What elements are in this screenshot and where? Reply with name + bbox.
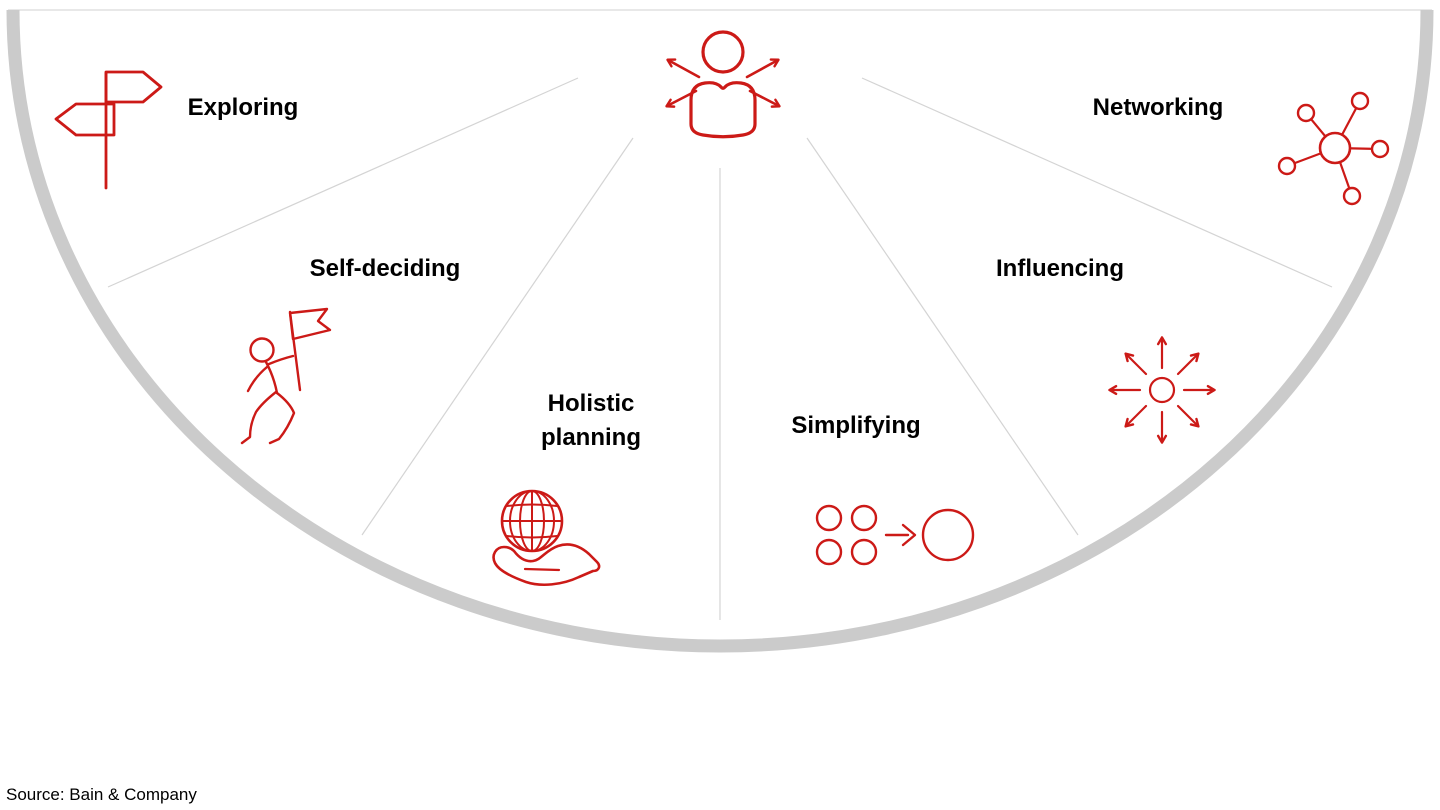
semicircle-frame (6, 9, 1434, 653)
person-outward-arrows-icon (665, 30, 781, 139)
globe-in-hand-icon (492, 489, 601, 587)
segment-label-simplifying: Simplifying (791, 412, 921, 439)
divider-line (361, 137, 634, 536)
segment-label-self-deciding: Self-deciding (309, 255, 461, 282)
divider-line (806, 137, 1079, 536)
person-with-flag-icon (240, 307, 332, 445)
sector-dividers (107, 77, 1333, 620)
segment-label-holistic-planning: Holistic planning (541, 390, 641, 451)
segment-label-exploring: Exploring (187, 94, 299, 121)
signpost-icon (54, 70, 163, 190)
divider-line (107, 77, 579, 288)
network-hub-icon (1277, 91, 1390, 206)
radiating-arrows-icon (1108, 336, 1216, 444)
circles-merge-icon (815, 504, 975, 566)
segment-label-influencing: Influencing (996, 255, 1124, 282)
source-attribution: Source: Bain & Company (6, 785, 197, 804)
segment-label-networking: Networking (1092, 94, 1224, 121)
divider-line (861, 77, 1333, 288)
